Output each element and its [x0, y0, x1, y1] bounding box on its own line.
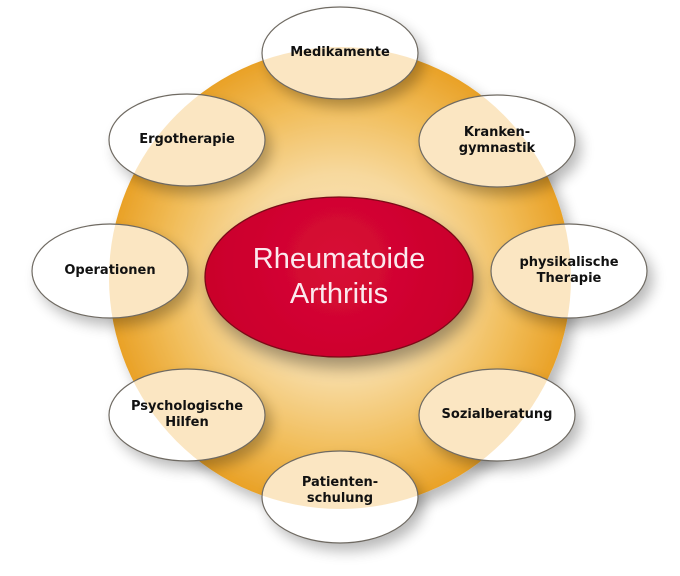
node-operationen: Operationen [64, 263, 156, 278]
node-krankengymnastik: Kranken- gymnastik [458, 125, 536, 156]
node-patientenschulung: Patienten- schulung [301, 475, 379, 506]
node-psychologische-hilfen: Psychologische Hilfen [130, 399, 244, 430]
center-ellipse [204, 196, 474, 358]
satellite-outlines [31, 6, 648, 544]
center-label: Rheumatoide Arthritis [252, 243, 426, 310]
node-medikamente: Medikamente [290, 45, 390, 60]
node-physikalische-therapie: physikalische Therapie [519, 255, 619, 286]
node-sozialberatung: Sozialberatung [441, 407, 553, 422]
node-ergotherapie: Ergotherapie [139, 132, 235, 147]
